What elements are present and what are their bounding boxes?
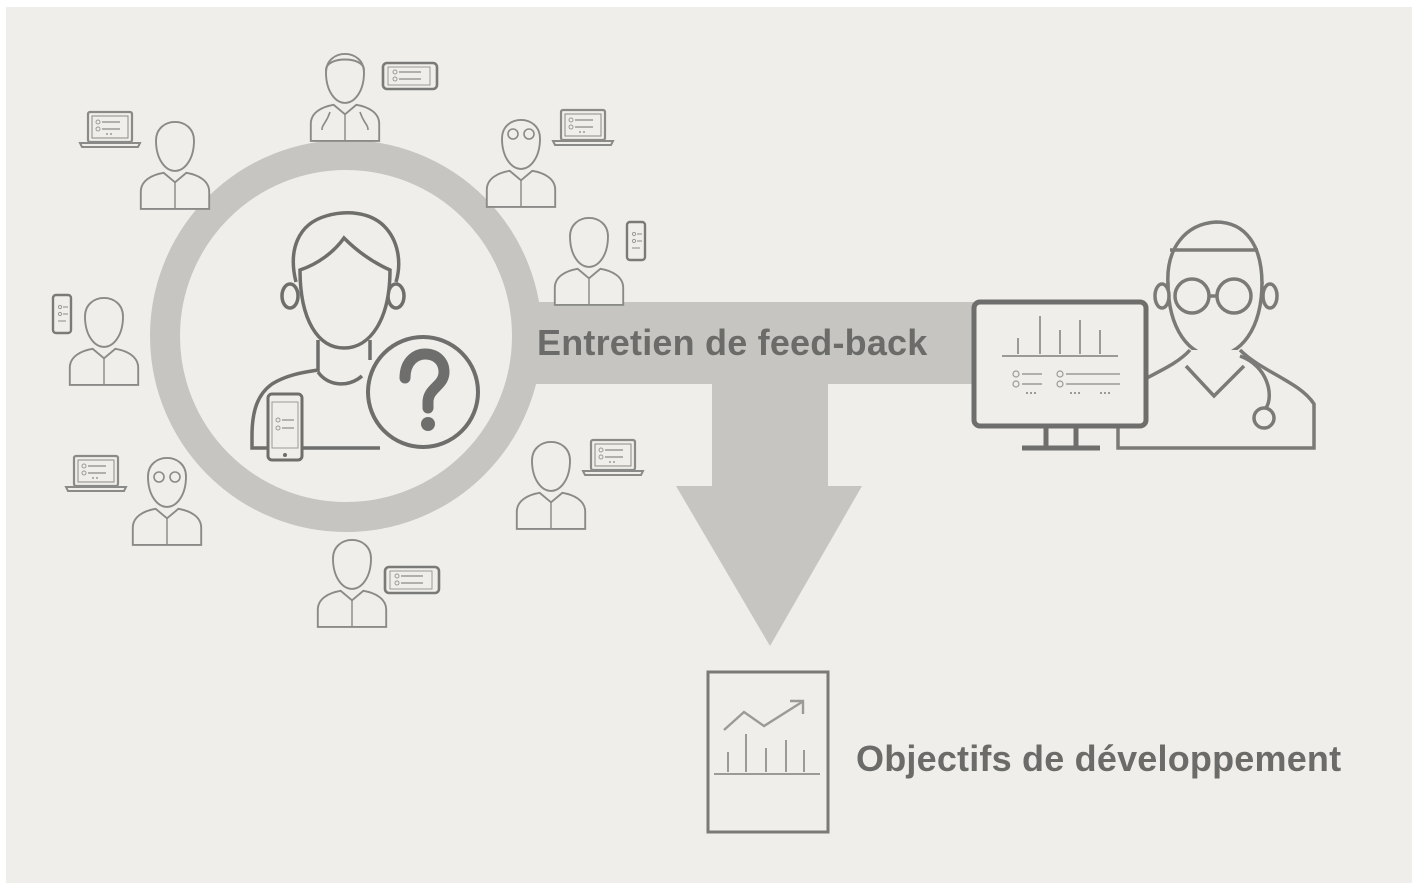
feedback-banner: [500, 302, 1000, 384]
colleague-top-left: [78, 110, 211, 210]
report-document-icon: [706, 670, 830, 834]
colleague-left-middle: [51, 293, 140, 386]
colleague-right-lower: [515, 438, 645, 530]
doctor-icon: [1116, 220, 1316, 450]
feedback-interview-label: Entretien de feed-back: [537, 322, 928, 363]
down-arrow: [676, 380, 862, 646]
colleague-top-center: [309, 53, 439, 142]
colleague-left-lower: [64, 454, 203, 546]
central-phone-icon: [266, 392, 304, 462]
monitor-icon: [971, 299, 1149, 451]
colleague-top-right: [485, 108, 615, 208]
colleague-right-upper: [553, 217, 647, 306]
question-mark-icon: [366, 335, 480, 449]
development-objectives-label: Objectifs de développement: [856, 738, 1342, 779]
colleague-bottom-center: [316, 539, 441, 628]
